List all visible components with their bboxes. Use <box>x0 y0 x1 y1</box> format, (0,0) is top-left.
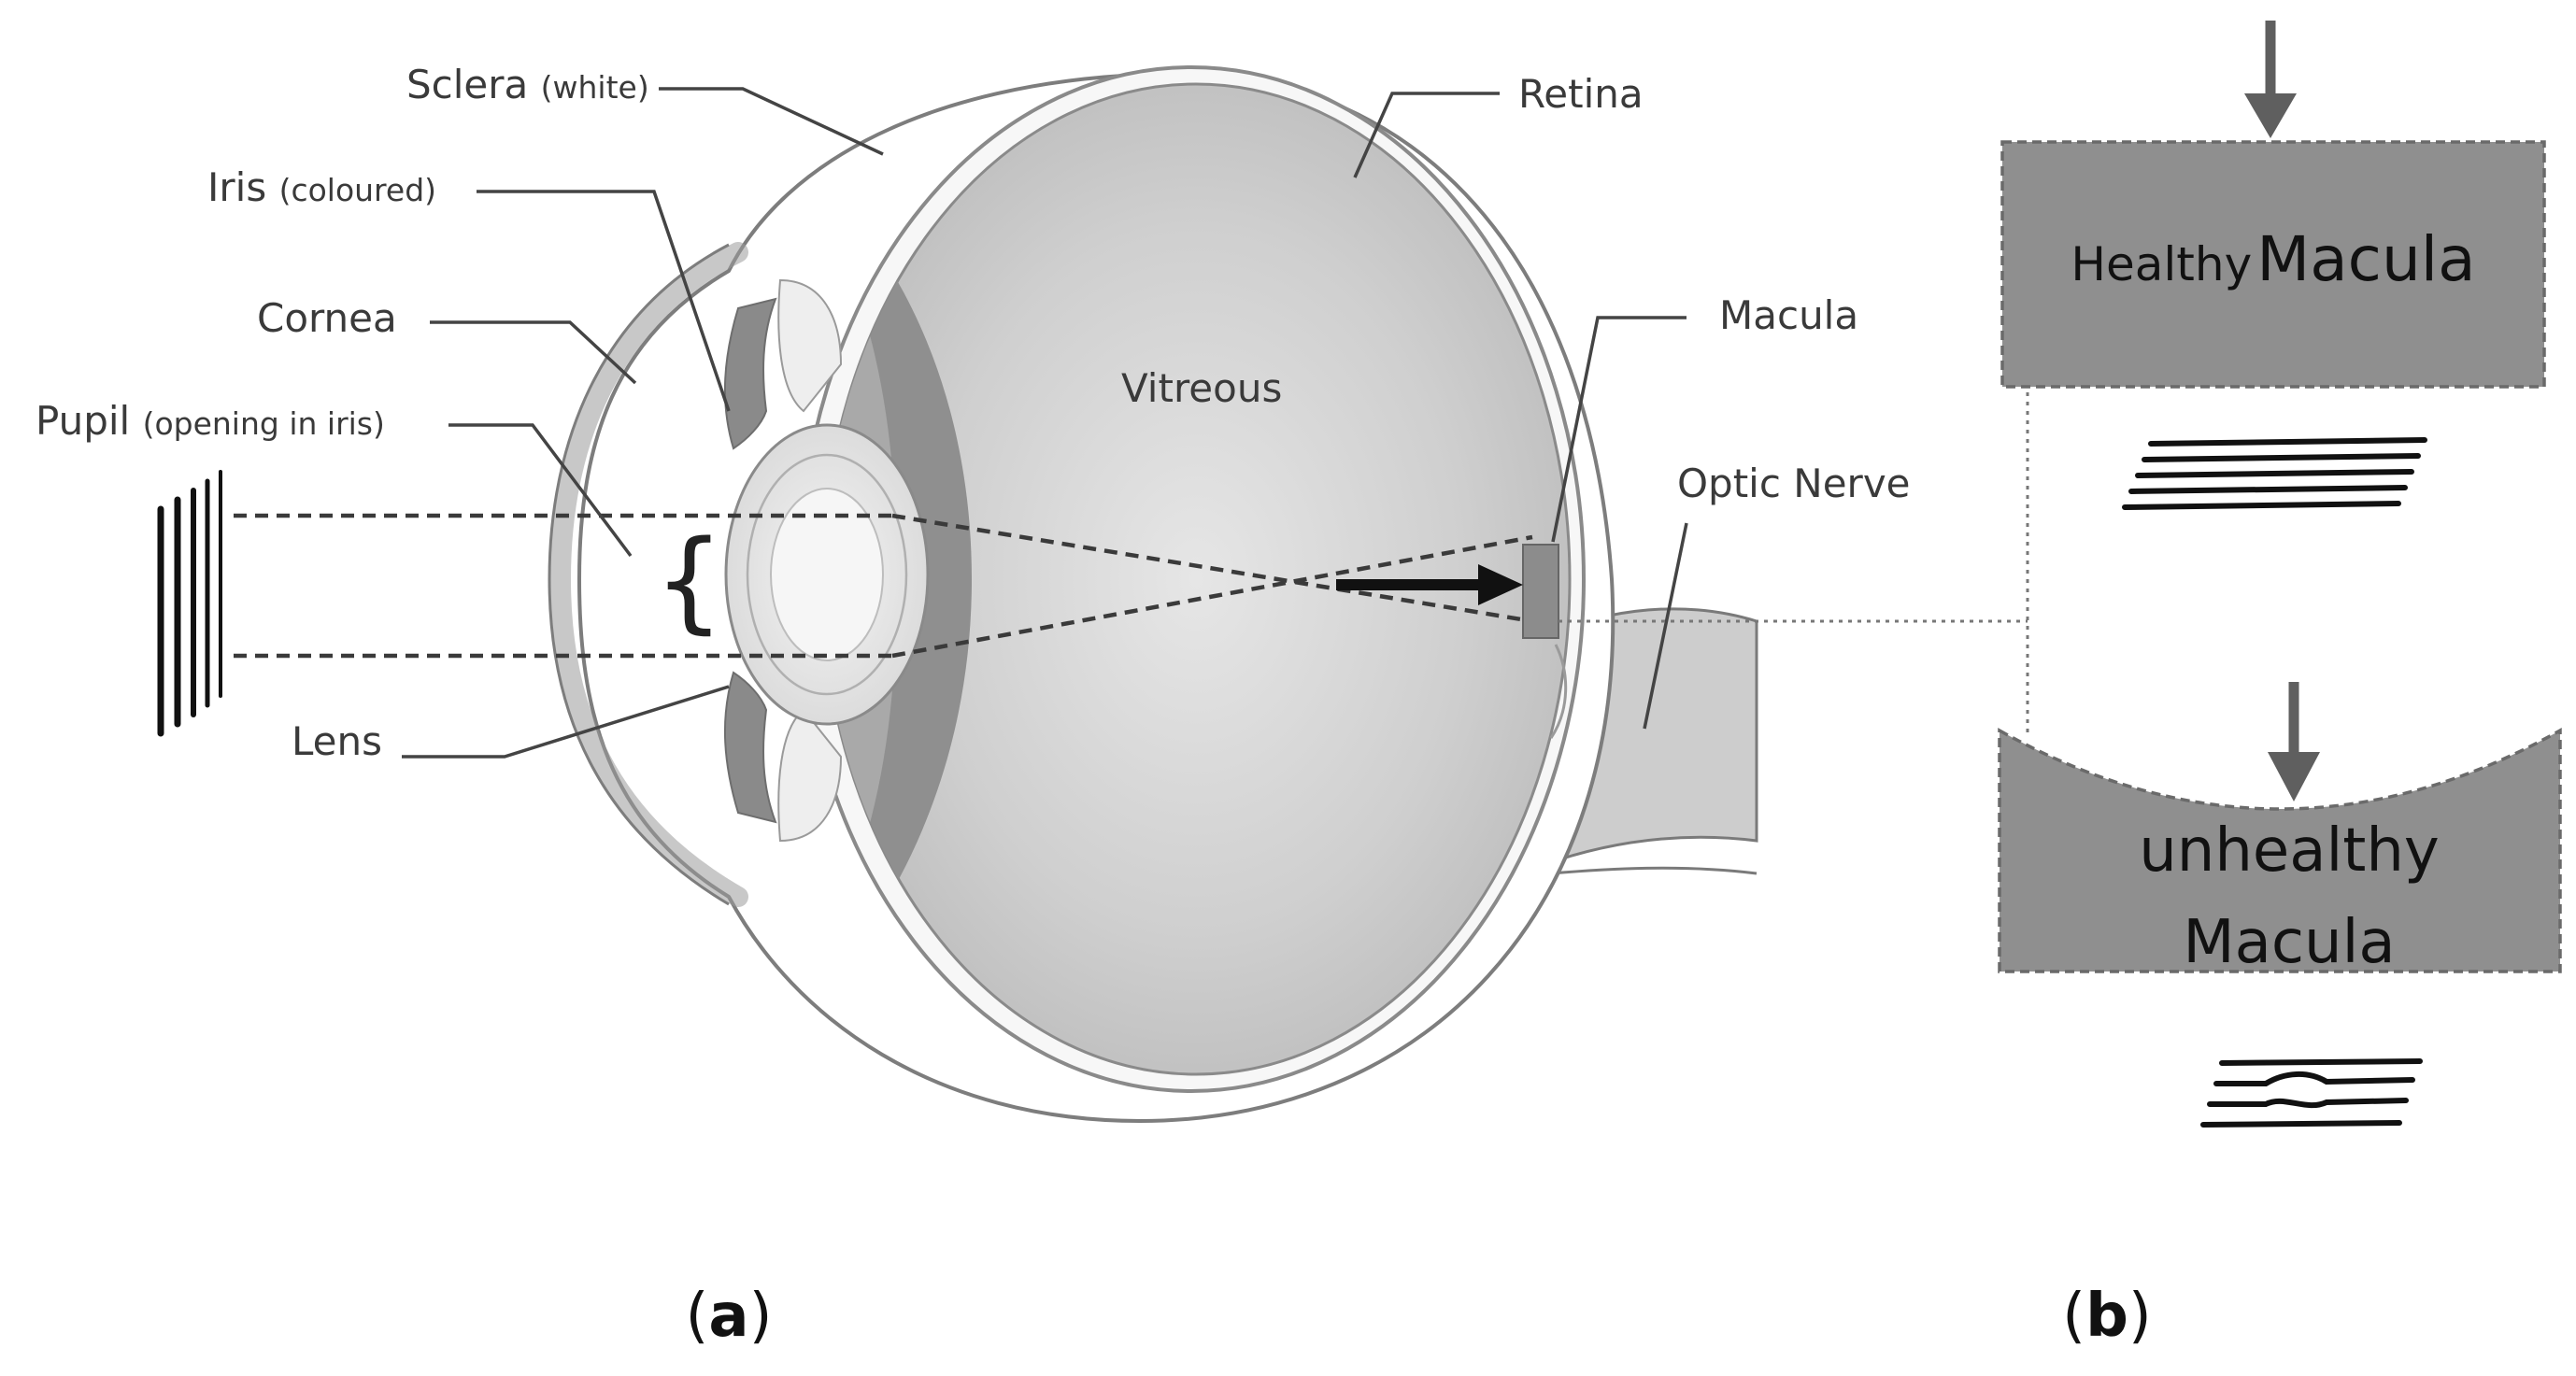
label-macula: Macula <box>1719 292 1858 338</box>
healthy-macula-panel: Healthy Macula <box>2000 21 2546 510</box>
label-retina: Retina <box>1518 71 1644 117</box>
panel-a-caption: (a) <box>685 1282 772 1351</box>
label-pupil: Pupil (opening in iris) <box>36 398 385 444</box>
cornea-shape <box>549 242 748 907</box>
lens-ring-outer <box>746 453 908 696</box>
eye-illustration <box>548 65 1758 1124</box>
iris-upper <box>723 297 777 450</box>
label-vitreous: Vitreous <box>1121 365 1282 411</box>
label-sclera: Sclera (white) <box>406 62 649 107</box>
cornea-outline <box>548 243 730 906</box>
distorted-grid-lines <box>2200 1058 2423 1128</box>
lens-ring-inner <box>770 488 884 661</box>
label-optic-nerve: Optic Nerve <box>1677 461 1911 506</box>
label-lens: Lens <box>292 718 382 764</box>
light-rays <box>234 513 1533 659</box>
panel-connector <box>1558 392 2029 738</box>
optic-nerve-sheath <box>1550 866 1758 875</box>
ciliary-upper <box>777 278 843 413</box>
healthy-macula-label: Healthy Macula <box>2071 223 2475 295</box>
unhealthy-macula-label-1: unhealthy <box>2139 816 2440 886</box>
label-iris: Iris (coloured) <box>207 164 436 210</box>
healthy-macula-box <box>2000 140 2546 389</box>
stimulus-lines <box>157 470 222 737</box>
label-cornea: Cornea <box>257 295 397 341</box>
unhealthy-macula-label-2: Macula <box>2183 908 2395 977</box>
leader-lines <box>402 87 1688 759</box>
unhealthy-macula-panel: unhealthy Macula <box>1998 682 2562 1128</box>
optic-disc <box>1549 644 1568 739</box>
pressure-arrow-healthy <box>2244 93 2297 138</box>
focus-arrow <box>1336 564 1523 605</box>
healthy-grid-lines <box>2122 437 2427 510</box>
eye-labels: Sclera (white) Iris (coloured) Cornea Pu… <box>36 62 1911 764</box>
macula-block <box>1522 544 1559 639</box>
unhealthy-macula-box <box>1998 728 2562 973</box>
iris-lower <box>723 671 777 824</box>
pressure-arrow-unhealthy <box>2268 752 2320 801</box>
panel-b-caption: (b) <box>2062 1282 2152 1351</box>
pupil-brace: { <box>654 516 724 645</box>
